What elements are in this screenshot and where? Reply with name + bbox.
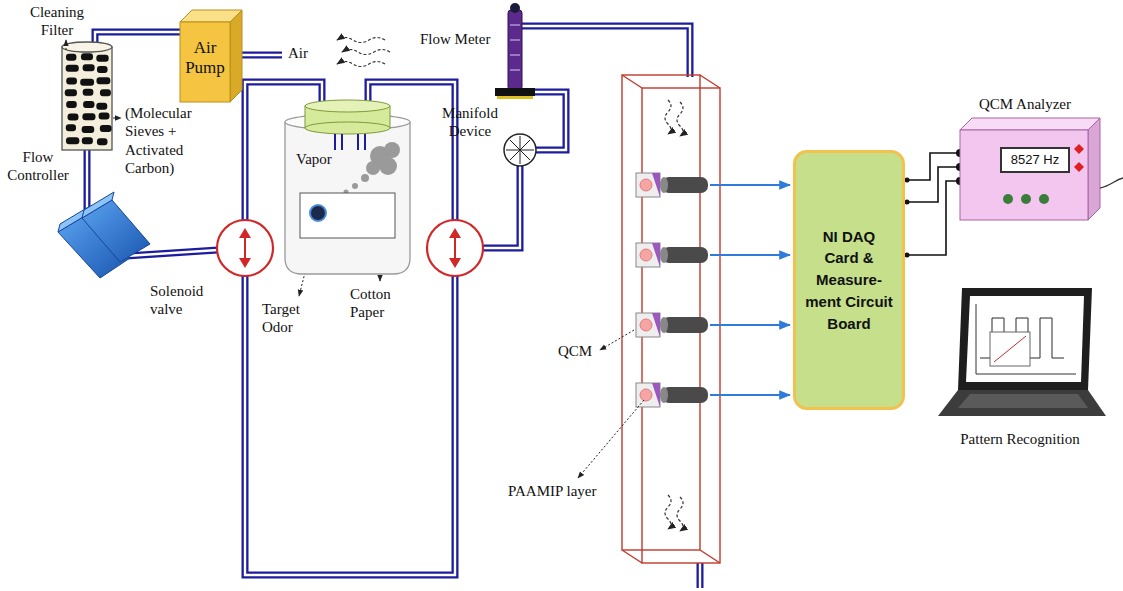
part-label: Cleaning Filter: [22, 3, 92, 40]
device-label: Air Pump: [180, 38, 230, 79]
process-box: NI DAQ Card & Measure- ment Circuit Boar…: [793, 150, 905, 410]
part-label: Solenoid valve: [150, 282, 214, 319]
part-label: Cotton Paper: [350, 285, 420, 322]
part-label: Target Odor: [262, 300, 332, 337]
flow-meter: [495, 3, 535, 99]
part-label: Manifold Device: [438, 104, 502, 141]
signal-wire: [905, 163, 965, 205]
device-node: Air Pump: [175, 8, 245, 108]
part-label: Air: [288, 44, 318, 62]
device-node: Pattern Recognition: [930, 288, 1110, 463]
part-label: (Molecular Sieves + Activated Carbon): [125, 104, 207, 177]
flow-controller: [58, 192, 150, 278]
part-label: PAAMIP layer: [508, 482, 608, 500]
board-label: NI DAQ Card & Measure- ment Circuit Boar…: [804, 226, 894, 335]
device-label: Pattern Recognition: [930, 430, 1110, 448]
display-reading: 8527 Hz: [1011, 152, 1059, 168]
signal-wire: [905, 177, 965, 258]
manifold-device: [504, 134, 536, 166]
qcm-sensor: [636, 173, 790, 407]
signal-wire: [905, 149, 965, 183]
node-outline: [280, 98, 415, 276]
sensor-chamber: [622, 75, 720, 563]
part-label: Flow Controller: [2, 148, 74, 185]
part-label: Flow Meter: [420, 30, 504, 48]
cleaning-filter: [62, 42, 112, 150]
display-box: 8527 Hz: [1000, 147, 1070, 173]
device-node: QCM Analyzer8527 Hz: [960, 95, 1105, 223]
device-node: Vapor: [280, 98, 415, 276]
airflow-arrows: [337, 38, 390, 67]
device-label: QCM Analyzer: [950, 95, 1100, 113]
node-outline: [175, 8, 245, 108]
part-label: QCM: [558, 342, 598, 360]
vapor-label: Vapor: [296, 150, 356, 168]
